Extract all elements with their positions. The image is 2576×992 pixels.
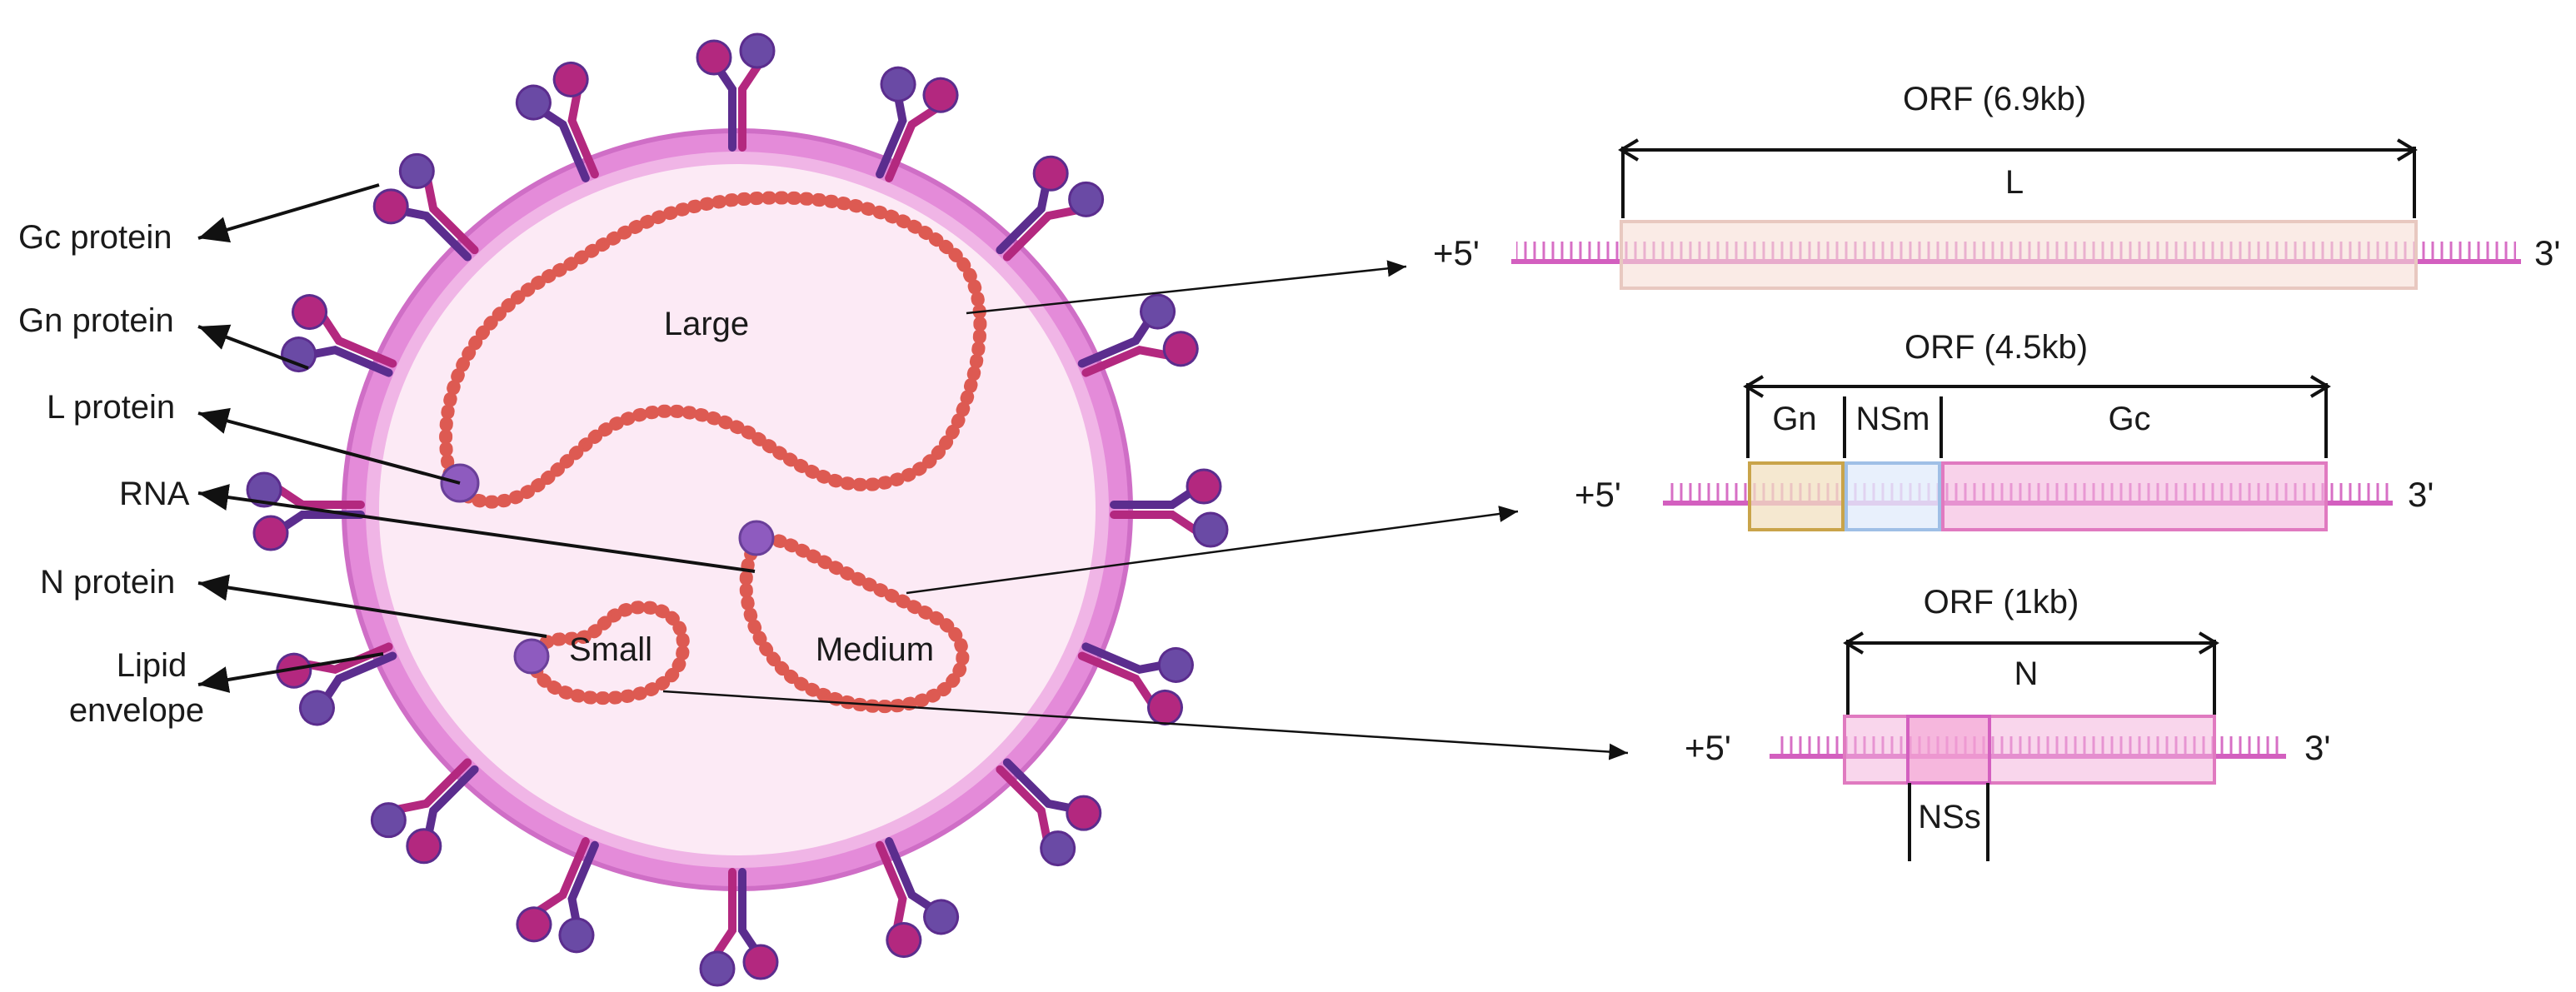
- gene-box-nsm: [1845, 461, 1941, 531]
- gene-box-l: [1620, 220, 2418, 290]
- segment-pointers: [662, 260, 1629, 760]
- orf-large-label: ORF (6.9kb): [1903, 81, 2086, 117]
- glycoprotein-spike: [372, 152, 479, 262]
- arrow-lipid-envelope: [197, 652, 384, 693]
- rna-segments: [439, 191, 987, 714]
- five-prime-large: +5': [1433, 233, 1480, 272]
- gene-l-label: L: [2005, 164, 2024, 201]
- glycoprotein-spike: [515, 61, 599, 182]
- label-rna: RNA: [119, 476, 190, 512]
- label-gc-protein: Gc protein: [18, 219, 172, 256]
- virion-interior: [379, 164, 1096, 855]
- arrow-gn-protein: [197, 324, 309, 370]
- gene-nsm-label: NSm: [1856, 401, 1930, 437]
- rna-large-backbone: [444, 196, 982, 504]
- arrow-rna: [197, 484, 756, 573]
- glycoprotein-spike: [1110, 468, 1229, 548]
- glycoprotein-spikes: [246, 32, 1229, 987]
- gene-gc-label: Gc: [2108, 401, 2150, 437]
- left-labels: Gc protein Gn protein L protein RNA N pr…: [18, 183, 756, 729]
- five-prime-medium: +5': [1575, 475, 1621, 514]
- gene-nss-label: NSs: [1918, 799, 1981, 835]
- gene-box-gn: [1748, 461, 1845, 531]
- arrow-l-protein: [197, 407, 461, 485]
- genome-large: ORF (6.9kb) L +5' 3': [1433, 81, 2560, 290]
- genome-medium: ORF (4.5kb) Gn NSm Gc +5' 3': [1575, 329, 2434, 531]
- arrow-n-protein: [197, 574, 547, 638]
- glycoprotein-spike: [696, 32, 776, 152]
- rna-small-backbone: [532, 606, 686, 700]
- arrow-gc-protein: [197, 183, 380, 243]
- label-lipid-line2: envelope: [69, 692, 204, 729]
- virion: [246, 32, 1229, 987]
- l-protein-small: [513, 638, 550, 675]
- label-gn-protein: Gn protein: [18, 302, 174, 339]
- glycoprotein-spike: [876, 66, 959, 182]
- glycoprotein-spike: [996, 758, 1102, 867]
- label-n-protein: N protein: [40, 564, 175, 601]
- glycoprotein-spike: [699, 868, 779, 987]
- gene-box-nss: [1906, 715, 1991, 785]
- pointer-large: [966, 260, 1407, 315]
- gene-n-label: N: [2014, 656, 2039, 692]
- rna-medium-backbone: [744, 537, 965, 709]
- three-prime-medium: 3': [2408, 475, 2434, 514]
- three-prime-small: 3': [2304, 728, 2330, 767]
- glycoprotein-spike: [996, 155, 1105, 262]
- segment-label-large: Large: [664, 306, 749, 342]
- glycoprotein-spike: [370, 758, 479, 865]
- gene-box-n: [1843, 715, 2216, 785]
- pointer-medium: [906, 506, 1519, 595]
- label-l-protein: L protein: [47, 389, 175, 426]
- pointer-small: [662, 690, 1629, 760]
- three-prime-large: 3': [2534, 233, 2560, 272]
- glycoprotein-spike: [876, 837, 960, 959]
- glycoprotein-spike: [1077, 293, 1199, 377]
- glycoprotein-spike: [516, 837, 599, 954]
- label-lipid-line1: Lipid: [117, 647, 187, 684]
- five-prime-small: +5': [1685, 728, 1731, 767]
- gene-box-gc: [1941, 461, 2328, 531]
- glycoprotein-spike: [246, 471, 365, 551]
- segment-label-small: Small: [569, 631, 652, 668]
- orf-medium-label: ORF (4.5kb): [1905, 329, 2088, 366]
- gene-gn-label: Gn: [1772, 401, 1816, 437]
- genome-small: ORF (1kb) N NSs +5' 3': [1685, 584, 2330, 861]
- segment-label-medium: Medium: [816, 631, 934, 668]
- orf-small-label: ORF (1kb): [1924, 584, 2079, 621]
- glycoprotein-spike: [1077, 642, 1194, 725]
- l-protein-medium: [738, 520, 775, 556]
